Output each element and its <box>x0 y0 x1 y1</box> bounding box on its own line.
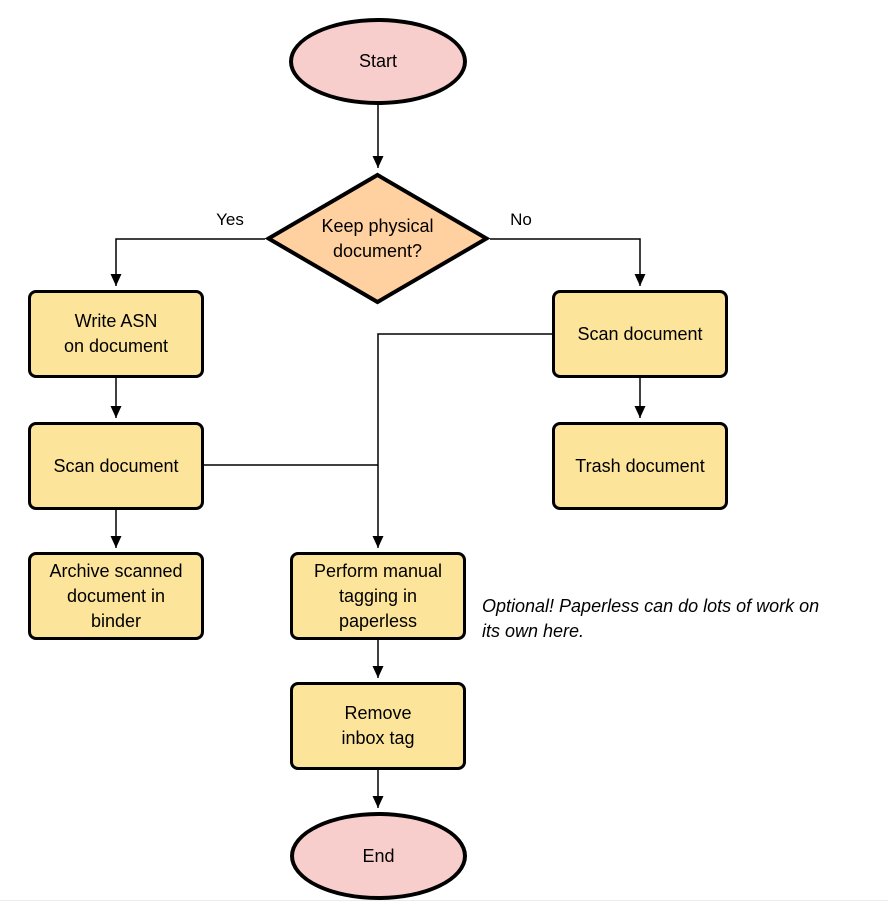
start-node: Start <box>289 18 467 105</box>
start-label: Start <box>358 51 397 71</box>
process-scan-document-right-node: Scan document <box>552 290 728 378</box>
edge-decision-no-to-scan-right <box>490 238 646 286</box>
process-archive-node: Archive scanned document in binder <box>28 552 204 640</box>
process-trash-document-node: Trash document <box>552 422 728 510</box>
end-label: End <box>362 845 395 866</box>
diamond-shape <box>265 172 490 305</box>
process-remove-inbox-tag-node: Remove inbox tag <box>290 682 466 770</box>
process-scan-document-left-node: Scan document <box>28 422 204 510</box>
edge-label-no: No <box>510 210 532 229</box>
page-bottom-divider <box>0 900 888 901</box>
edge-label-yes: Yes <box>216 210 244 229</box>
process-manual-tagging-node: Perform manual tagging in paperless <box>290 552 466 640</box>
edge-decision-yes-to-write-asn <box>110 238 265 286</box>
process-write-asn-node: Write ASN on document <box>28 290 204 378</box>
decision-label: Keep physical document? <box>321 215 434 261</box>
annotation-note: Optional! Paperless can do lots of work … <box>482 596 820 641</box>
end-node: End <box>290 812 467 900</box>
decision-keep-physical-node: Keep physical document? <box>265 172 490 305</box>
edge-scan-right-to-tagging <box>372 333 552 548</box>
